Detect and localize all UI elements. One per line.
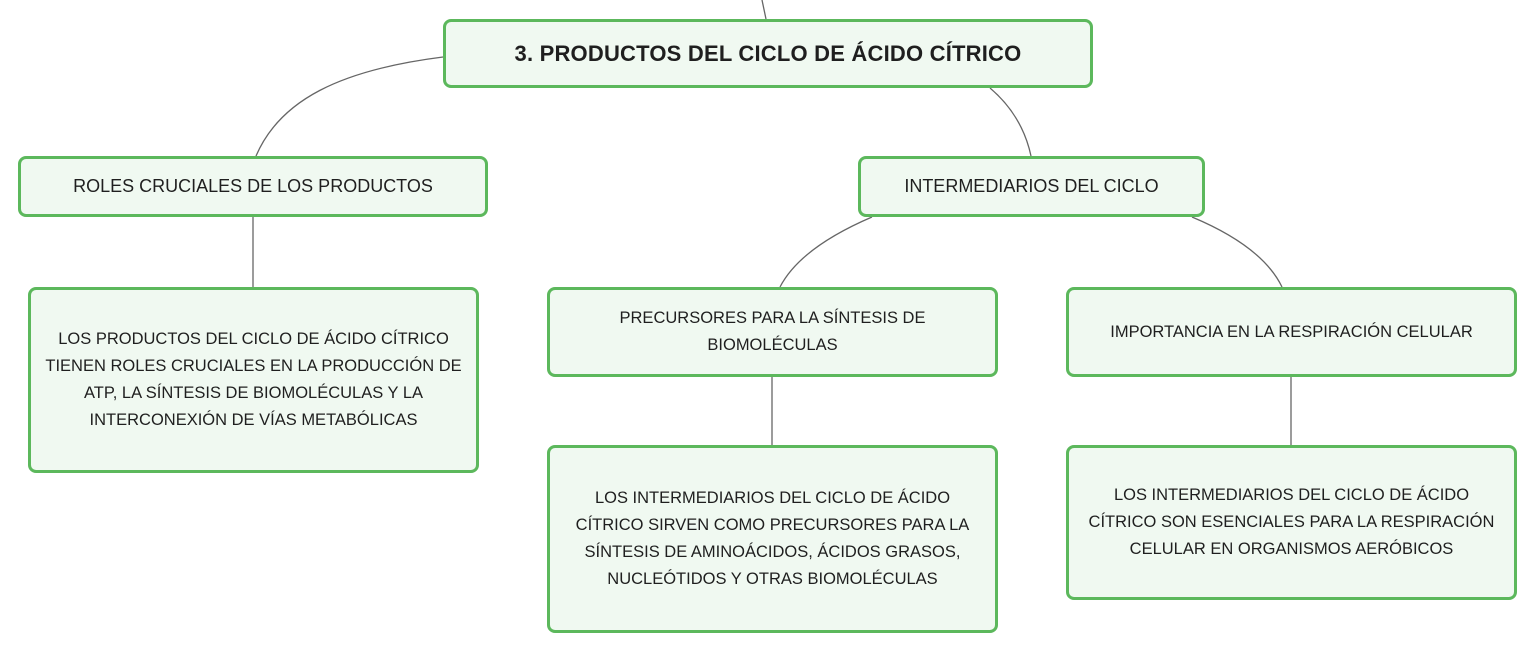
detail-roles-cruciales[interactable]: LOS PRODUCTOS DEL CICLO DE ÁCIDO CÍTRICO…: [28, 287, 479, 473]
topic-roles-cruciales[interactable]: ROLES CRUCIALES DE LOS PRODUCTOS: [18, 156, 488, 217]
connector-intermediates-to-precursors: [779, 216, 873, 288]
subtopic-respiracion[interactable]: IMPORTANCIA EN LA RESPIRACIÓN CELULAR: [1066, 287, 1517, 377]
detail-precursores[interactable]: LOS INTERMEDIARIOS DEL CICLO DE ÁCIDO CÍ…: [547, 445, 998, 633]
connector-parent-to-root: [761, 0, 767, 20]
detail-precursores-text: LOS INTERMEDIARIOS DEL CICLO DE ÁCIDO CÍ…: [575, 489, 970, 588]
subtopic-precursores[interactable]: PRECURSORES PARA LA SÍNTESIS DE BIOMOLÉC…: [547, 287, 998, 377]
root-node[interactable]: 3. PRODUCTOS DEL CICLO DE ÁCIDO CÍTRICO: [443, 19, 1093, 88]
connector-intermediates-to-respiration: [1191, 216, 1283, 288]
connector-root-to-roles: [255, 56, 444, 157]
detail-respiracion[interactable]: LOS INTERMEDIARIOS DEL CICLO DE ÁCIDO CÍ…: [1066, 445, 1517, 600]
root-node-label: 3. PRODUCTOS DEL CICLO DE ÁCIDO CÍTRICO: [514, 40, 1022, 66]
topic-intermediarios-label: INTERMEDIARIOS DEL CICLO: [904, 176, 1159, 196]
detail-respiracion-text: LOS INTERMEDIARIOS DEL CICLO DE ÁCIDO CÍ…: [1088, 486, 1495, 558]
connector-root-to-intermediates: [989, 87, 1032, 157]
topic-intermediarios[interactable]: INTERMEDIARIOS DEL CICLO: [858, 156, 1205, 217]
detail-roles-cruciales-text: LOS PRODUCTOS DEL CICLO DE ÁCIDO CÍTRICO…: [45, 330, 462, 429]
topic-roles-cruciales-label: ROLES CRUCIALES DE LOS PRODUCTOS: [73, 176, 433, 196]
subtopic-precursores-label: PRECURSORES PARA LA SÍNTESIS DE BIOMOLÉC…: [619, 309, 926, 354]
subtopic-respiracion-label: IMPORTANCIA EN LA RESPIRACIÓN CELULAR: [1110, 322, 1473, 341]
